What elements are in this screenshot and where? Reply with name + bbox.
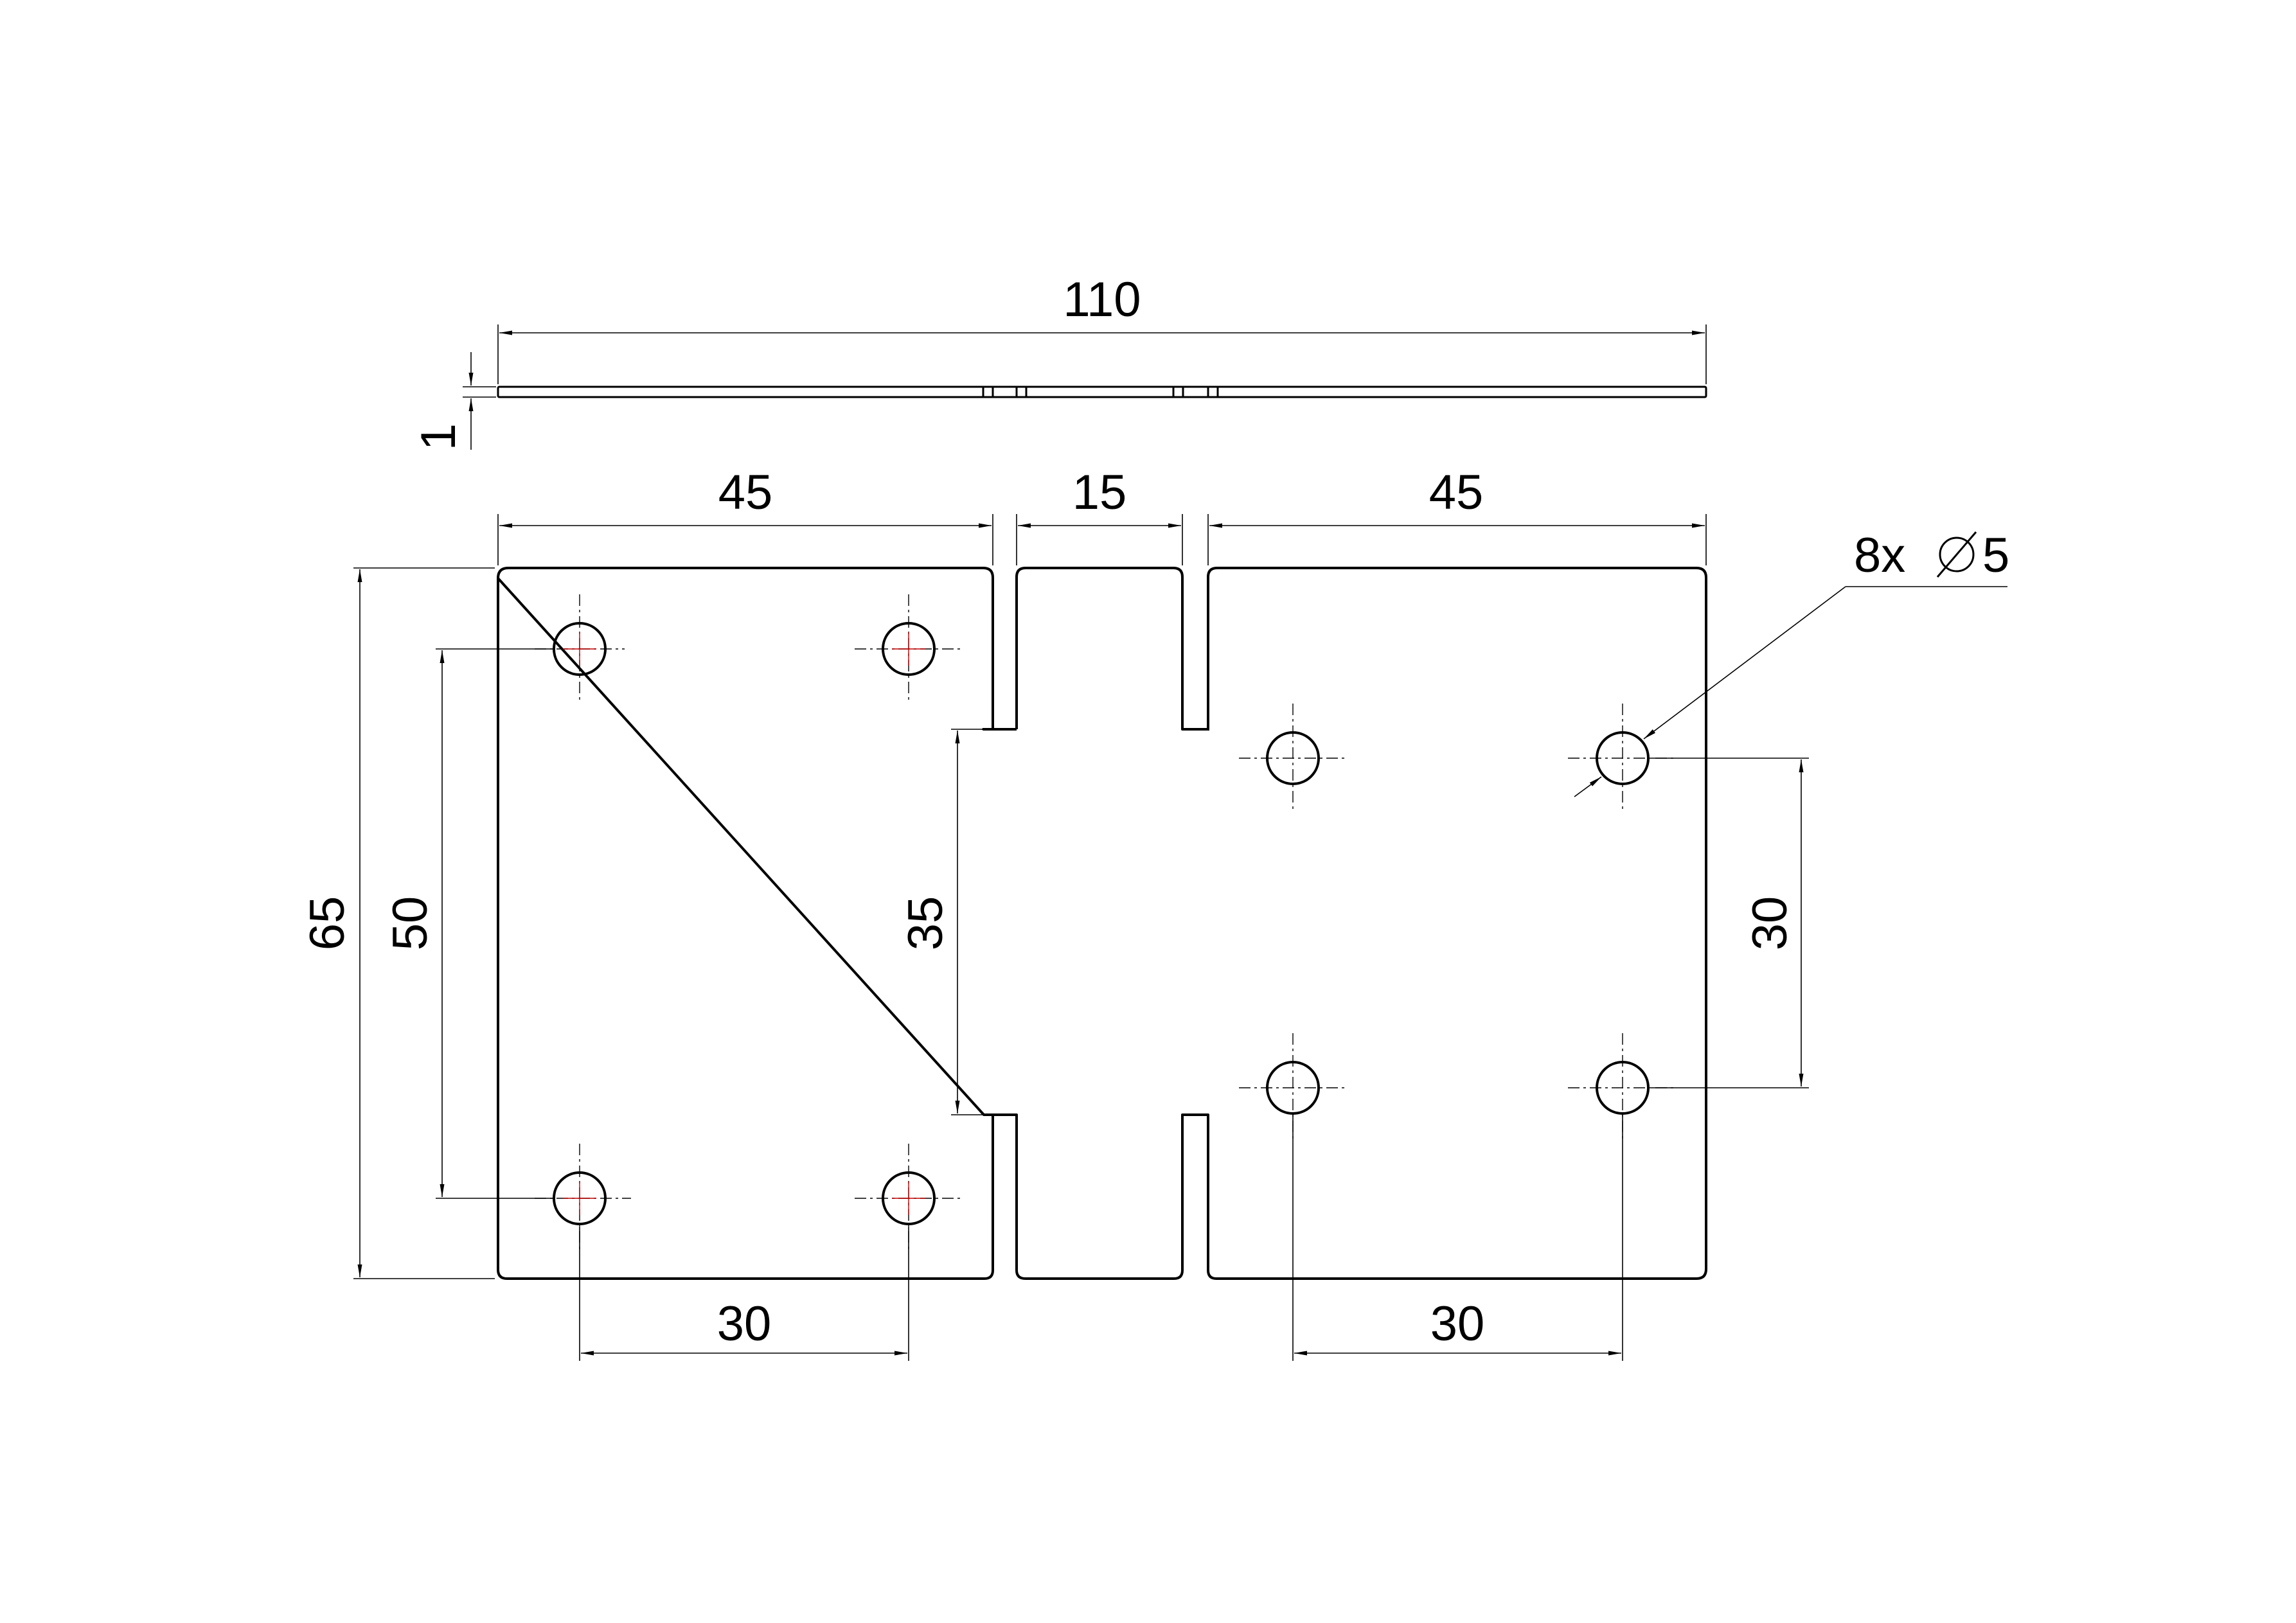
dim-label-left-hole-vertical: 50 [383,896,438,951]
dimension-left-hole-horizontal: 30 [579,1227,909,1361]
dimension-overall-height: 65 [300,567,495,1279]
dim-label-left-hole-horizontal: 30 [717,1297,772,1351]
hole-left-top-left [535,594,625,704]
dim-label-overall-height: 65 [300,896,355,951]
callout-count: 8x [1854,528,1905,583]
hole-left-top-right [855,594,963,704]
middle-section-outline [993,567,1707,1280]
hole-right-top-left [1239,704,1347,813]
dim-label-right-leaf-width: 45 [1429,465,1484,520]
callout-diameter: 5 [1982,528,2009,583]
dimension-overall-length: 110 [497,272,1707,384]
dim-label-thickness: 1 [411,423,466,450]
dim-label-right-hole-horizontal: 30 [1430,1297,1485,1351]
side-view-profile [497,386,1707,398]
dim-label-overall-length: 110 [1063,272,1141,327]
dim-label-left-leaf-width: 45 [718,465,773,520]
front-view [497,567,1707,1280]
dim-label-right-hole-vertical: 30 [1743,896,1797,951]
dim-label-middle-width: 15 [1072,465,1127,520]
dimension-right-hole-vertical: 30 [1651,758,1809,1088]
left-leaf-slot-top [983,578,994,731]
hole-callout: 8x 5 [1574,528,2009,797]
dimension-slot-spacing: 35 [898,729,983,1115]
diameter-icon [1936,531,1977,578]
dimension-thickness: 1 [411,352,496,450]
dimension-left-leaf-width: 45 [497,465,993,565]
dim-label-slot-spacing: 35 [898,896,953,951]
dimension-left-hole-vertical: 50 [383,648,553,1199]
dimension-right-hole-horizontal: 30 [1292,1115,1623,1361]
dimension-middle-width: 15 [1016,465,1183,565]
dimension-right-leaf-width: 45 [1207,465,1707,565]
side-view [497,386,1707,398]
holes [535,594,1677,1253]
